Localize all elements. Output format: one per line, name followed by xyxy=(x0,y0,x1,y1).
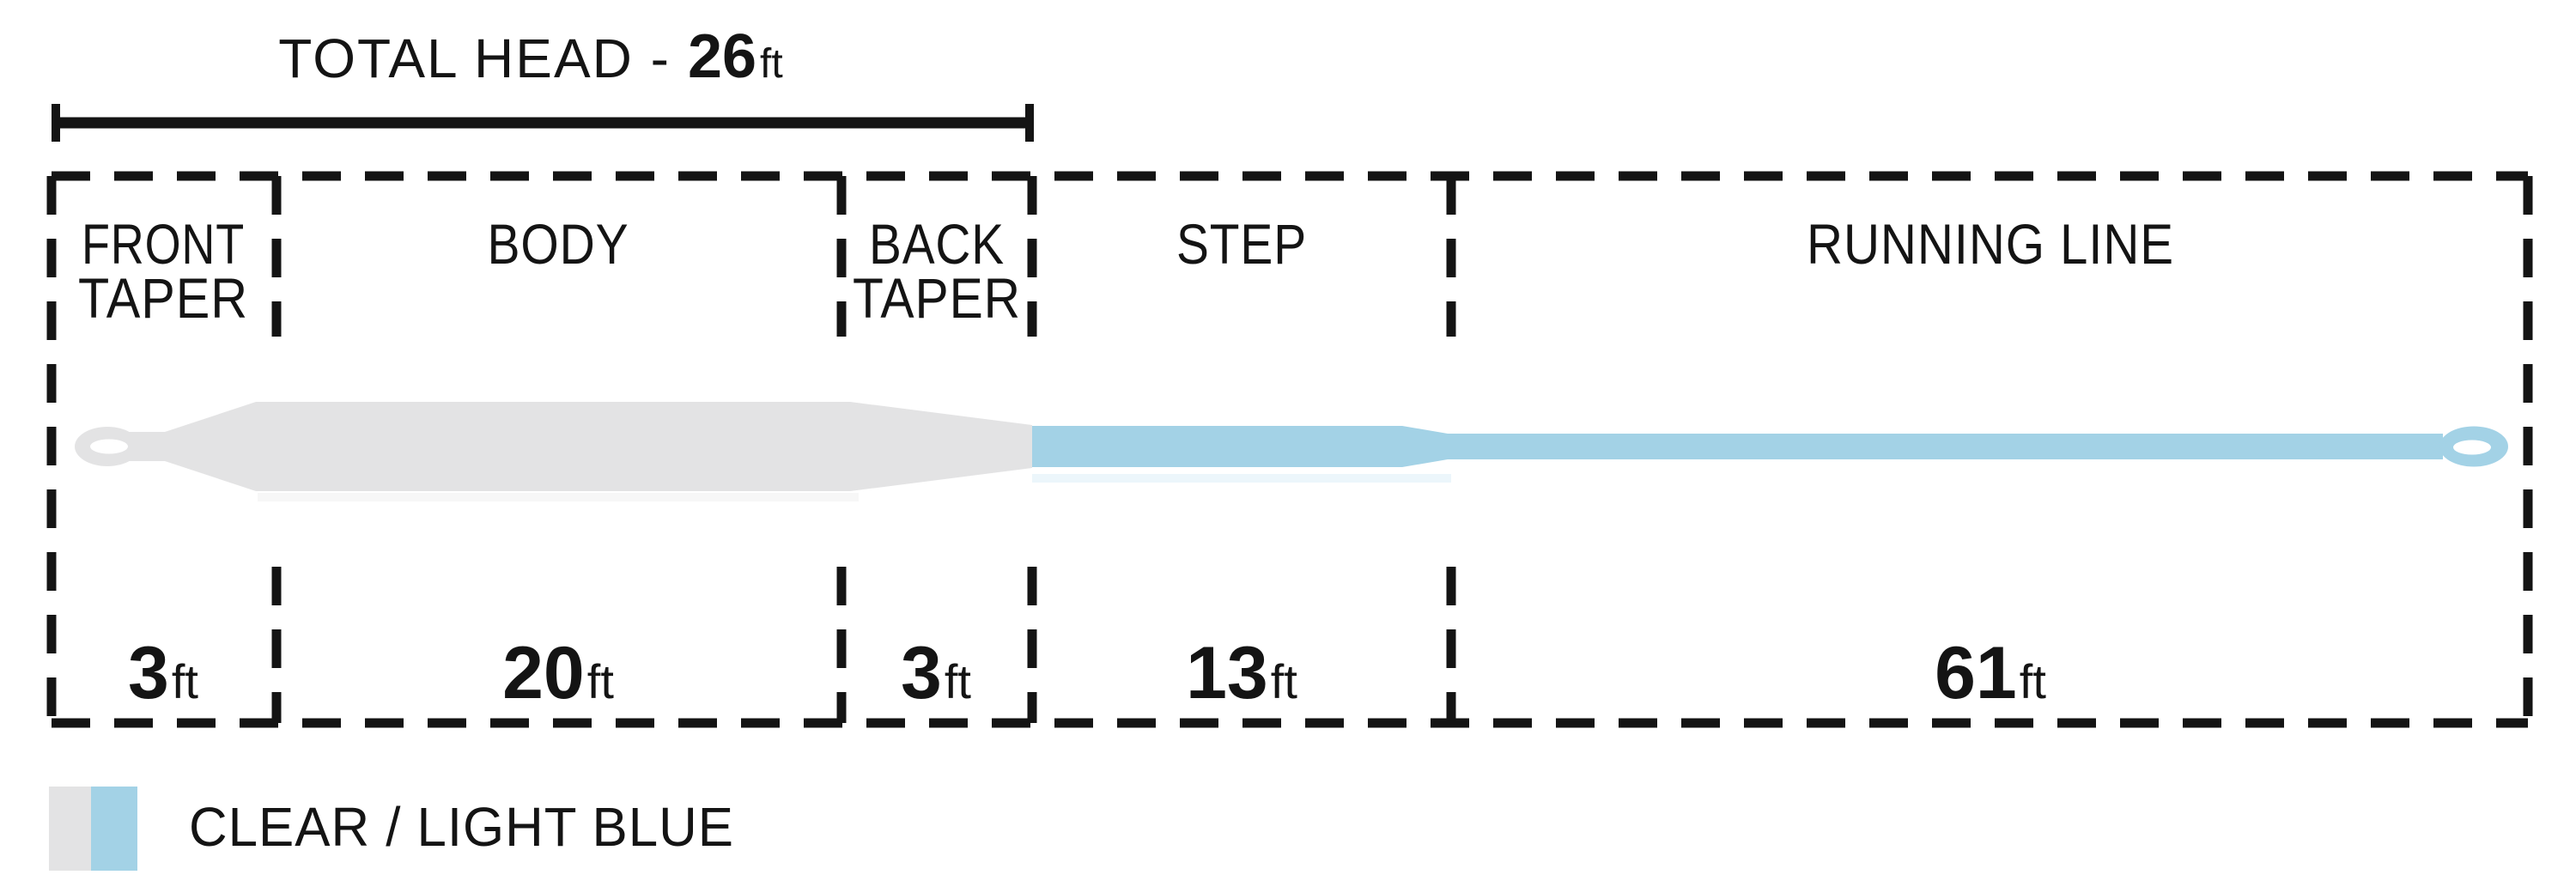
measurement-step-unit: ft xyxy=(1271,654,1298,708)
measurement-step-value: 13 xyxy=(1186,632,1268,714)
rear-shadow xyxy=(1032,474,1451,483)
head-shadow xyxy=(258,493,859,501)
measurement-step: 13ft xyxy=(1186,632,1297,714)
legend-swatch-light-blue xyxy=(91,787,137,871)
rear-profile xyxy=(1032,426,2443,467)
section-label-step: STEP xyxy=(1176,212,1307,276)
section-label-front-taper-line2: TAPER xyxy=(78,266,248,330)
total-head-prefix: TOTAL HEAD - xyxy=(278,27,671,89)
measurement-running-line-value: 61 xyxy=(1935,632,2017,714)
total-head-value: 26 xyxy=(688,22,756,91)
section-label-running-line: RUNNING LINE xyxy=(1807,212,2174,276)
section-dividers-bottom xyxy=(271,567,1456,723)
legend-label: CLEAR / LIGHT BLUE xyxy=(189,796,734,858)
diagram-border xyxy=(46,171,2533,728)
section-dividers-top xyxy=(271,176,1456,337)
section-label-front-taper-line1: FRONT xyxy=(82,212,245,276)
measurement-body-value: 20 xyxy=(502,632,585,714)
measurement-back-taper-unit: ft xyxy=(945,654,972,708)
section-label-body: BODY xyxy=(488,212,629,276)
front-loop-hole xyxy=(90,439,128,454)
section-label-back-taper-line1: BACK xyxy=(869,212,1005,276)
fly-line-profile xyxy=(75,402,2508,501)
total-head-unit: ft xyxy=(760,41,783,87)
section-label-back-taper-line2: TAPER xyxy=(853,266,1021,330)
measurement-back-taper-value: 3 xyxy=(901,632,942,714)
measurement-back-taper: 3ft xyxy=(901,632,971,714)
measurement-running-line-unit: ft xyxy=(2020,654,2047,708)
measurement-front-taper-unit: ft xyxy=(172,654,199,708)
color-legend: CLEAR / LIGHT BLUE xyxy=(49,787,734,871)
head-profile xyxy=(129,402,1032,491)
section-labels: FRONT TAPER BODY BACK TAPER STEP RUNNING… xyxy=(78,212,2174,330)
measurement-body: 20ft xyxy=(502,632,614,714)
measurement-front-taper-value: 3 xyxy=(128,632,169,714)
legend-swatch-clear xyxy=(49,787,91,871)
measurement-running-line: 61ft xyxy=(1935,632,2046,714)
total-head-bracket xyxy=(52,104,1034,142)
measurement-front-taper: 3ft xyxy=(128,632,198,714)
back-loop-hole xyxy=(2453,440,2491,455)
total-head-label: TOTAL HEAD - 26ft xyxy=(278,22,782,91)
section-measurements: 3ft 20ft 3ft 13ft 61ft xyxy=(128,632,2046,714)
measurement-body-unit: ft xyxy=(587,654,615,708)
